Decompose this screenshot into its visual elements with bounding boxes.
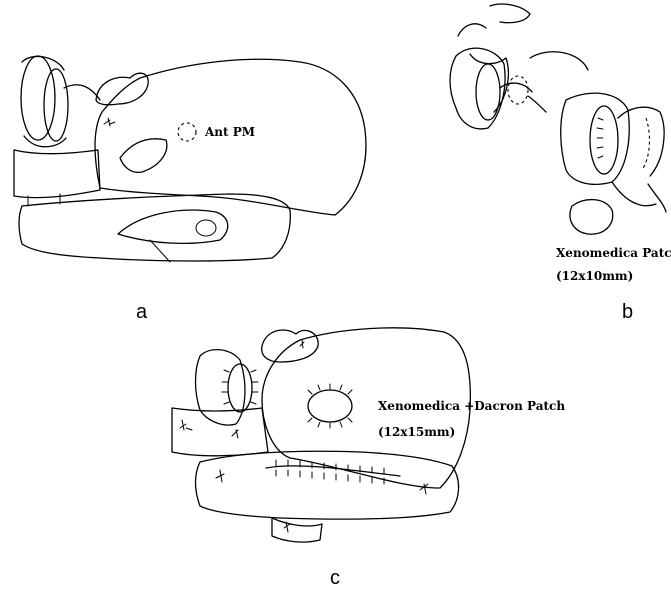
label-patch-size-c: (12x15mm) bbox=[378, 425, 455, 439]
panel-letter-a: a bbox=[136, 301, 148, 323]
panel-a-drawing bbox=[14, 56, 366, 262]
panel-b-drawing bbox=[450, 4, 666, 234]
panel-letter-b: b bbox=[622, 301, 633, 323]
label-patch-size-b: (12x10mm) bbox=[556, 269, 633, 283]
label-xenomedica-patch: Xenomedica Patch bbox=[556, 246, 671, 260]
panel-letter-c: c bbox=[330, 567, 340, 589]
ant-pm-marker bbox=[178, 123, 196, 141]
label-xenomedica-dacron-patch: Xenomedica +Dacron Patch bbox=[378, 399, 565, 413]
label-ant-pm: Ant PM bbox=[204, 125, 255, 139]
